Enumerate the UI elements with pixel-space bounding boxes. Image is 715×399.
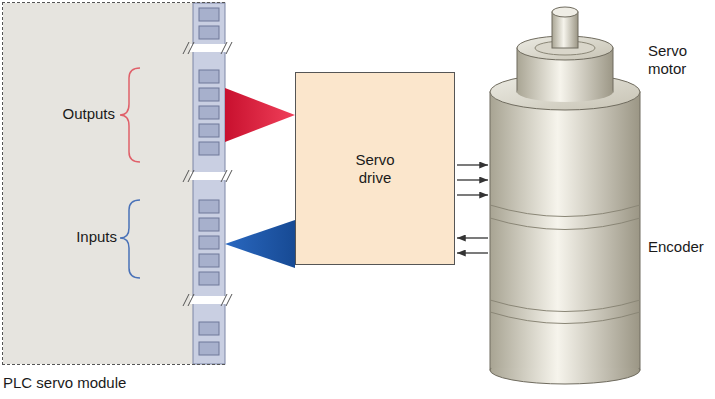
servo-drive-box: Servo drive (295, 72, 455, 265)
terminal (199, 106, 219, 119)
power-wire (457, 194, 488, 195)
feedback-wire (457, 252, 488, 253)
input-signal-arrow (225, 220, 295, 268)
terminal (199, 342, 219, 355)
terminal (199, 26, 219, 39)
terminal (199, 124, 219, 137)
break-mark (183, 294, 232, 306)
terminal (199, 236, 219, 249)
terminal (199, 70, 219, 83)
inputs-bracket (120, 200, 140, 278)
module-ground (3, 3, 193, 364)
feedback-wire (457, 237, 488, 238)
output-signal-arrow (225, 88, 295, 142)
drive-label: Servo drive (344, 151, 406, 187)
terminal (199, 142, 219, 155)
outputs-label: Outputs (62, 105, 115, 123)
plc-module: PLC servo module (2, 2, 225, 365)
inputs-label: Inputs (76, 228, 117, 246)
servo-motor-drawing (490, 7, 640, 384)
terminal (199, 200, 219, 213)
motor-label: Servo motor (648, 42, 700, 78)
encoder-label: Encoder (648, 238, 704, 256)
terminal (199, 218, 219, 231)
break-mark (183, 42, 232, 54)
outputs-bracket (120, 68, 140, 162)
terminal (199, 272, 219, 285)
terminal (199, 88, 219, 101)
power-wire (457, 179, 488, 180)
terminal (199, 254, 219, 267)
terminal (199, 8, 219, 21)
terminal (199, 322, 219, 335)
terminal-strip (193, 3, 225, 364)
servo-motor: Servo motorEncoder (490, 8, 640, 388)
break-mark (183, 170, 232, 182)
module-caption: PLC servo module (3, 374, 126, 392)
break-marks (183, 42, 232, 306)
power-wire (457, 164, 488, 165)
